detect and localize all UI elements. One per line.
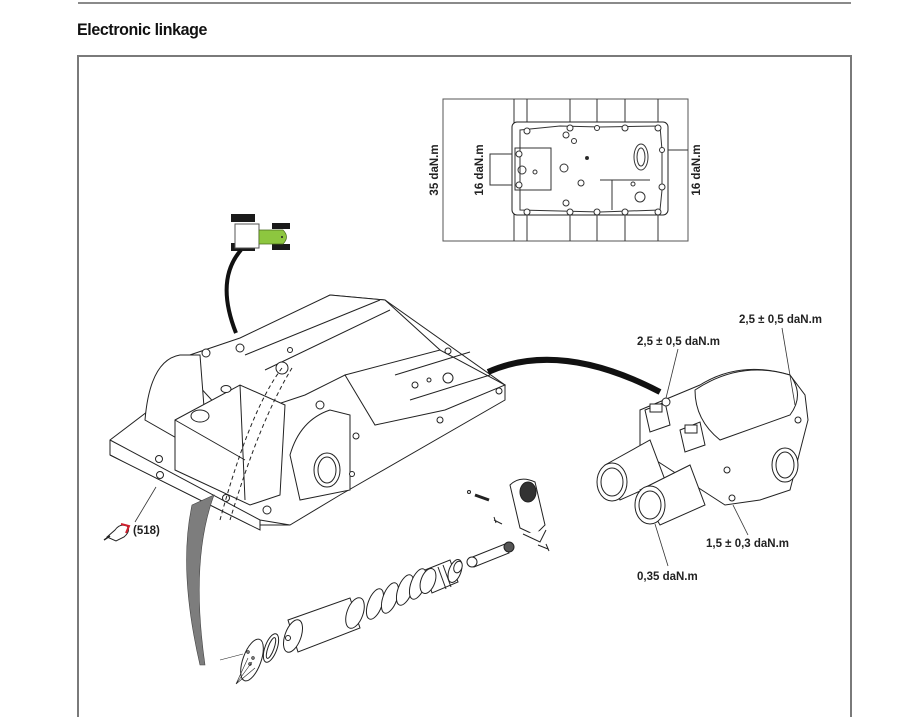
tractor-icon xyxy=(231,214,290,251)
figure-frame xyxy=(77,55,852,717)
torque-label-valve-bottom-right: 1,5 ± 0,3 daN.m xyxy=(706,538,789,550)
housing-top-view xyxy=(442,98,689,242)
torque-label-16-right: 16 daN.m xyxy=(691,144,703,195)
top-divider xyxy=(78,2,851,4)
sealant-tube-icon xyxy=(103,523,131,542)
torque-label-valve-top-right: 2,5 ± 0,5 daN.m xyxy=(739,314,822,326)
hydraulic-lift-housing xyxy=(109,294,507,531)
torque-label-16-left: 16 daN.m xyxy=(474,144,486,195)
solenoid-valve-block xyxy=(596,368,809,526)
piston-assembly xyxy=(219,478,550,685)
torque-label-valve-top-center: 2,5 ± 0,5 daN.m xyxy=(637,336,720,348)
cable-to-tractor xyxy=(224,248,243,334)
reference-label: (518) xyxy=(133,525,160,537)
assembly-direction-arrow xyxy=(186,494,215,666)
page-title: Electronic linkage xyxy=(77,20,207,39)
cable-to-valve xyxy=(486,356,662,395)
torque-label-35: 35 daN.m xyxy=(429,144,441,195)
exploded-view-drawing: 35 daN.m 16 daN.m 16 daN.m xyxy=(103,98,822,685)
torque-label-valve-bottom-left: 0,35 daN.m xyxy=(637,571,698,583)
